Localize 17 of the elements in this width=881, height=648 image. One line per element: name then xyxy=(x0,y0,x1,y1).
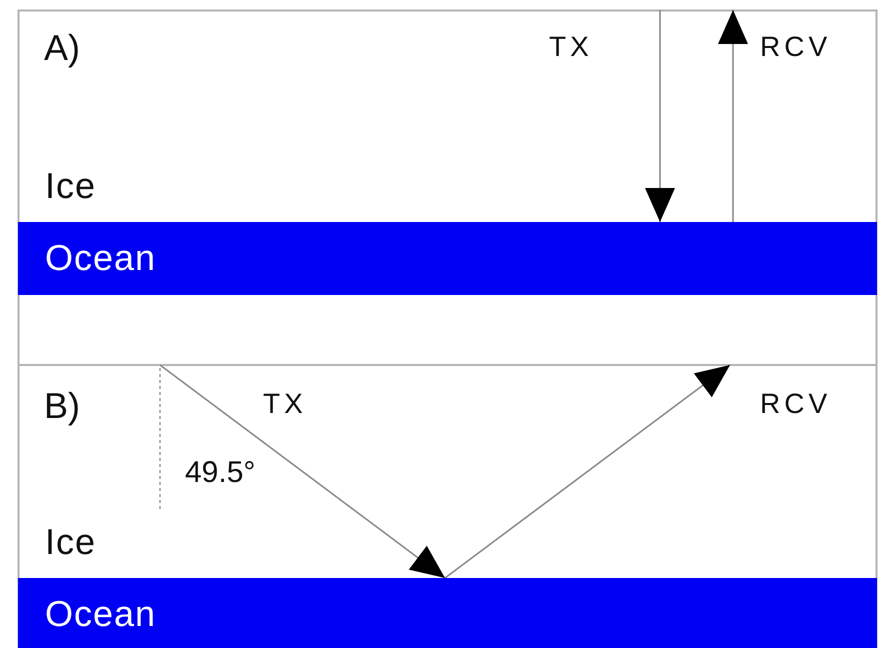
signal-label: TX xyxy=(549,33,593,61)
ocean-layer xyxy=(18,578,877,648)
arrow xyxy=(160,364,446,579)
arrow xyxy=(645,10,675,222)
ocean-layer xyxy=(18,222,877,295)
layer-label: Ice xyxy=(45,524,96,560)
layer-label: Ice xyxy=(45,168,96,204)
signal-label: RCV xyxy=(760,33,832,61)
layer-label: Ocean xyxy=(45,240,156,276)
angle-label: 49.5° xyxy=(185,458,256,488)
arrow xyxy=(444,364,730,579)
arrow xyxy=(718,10,748,222)
layer-label: Ocean xyxy=(45,596,156,632)
signal-label: RCV xyxy=(760,390,832,418)
signal-label: TX xyxy=(263,390,307,418)
panel-label: B) xyxy=(44,388,80,424)
panel-label: A) xyxy=(44,30,80,66)
